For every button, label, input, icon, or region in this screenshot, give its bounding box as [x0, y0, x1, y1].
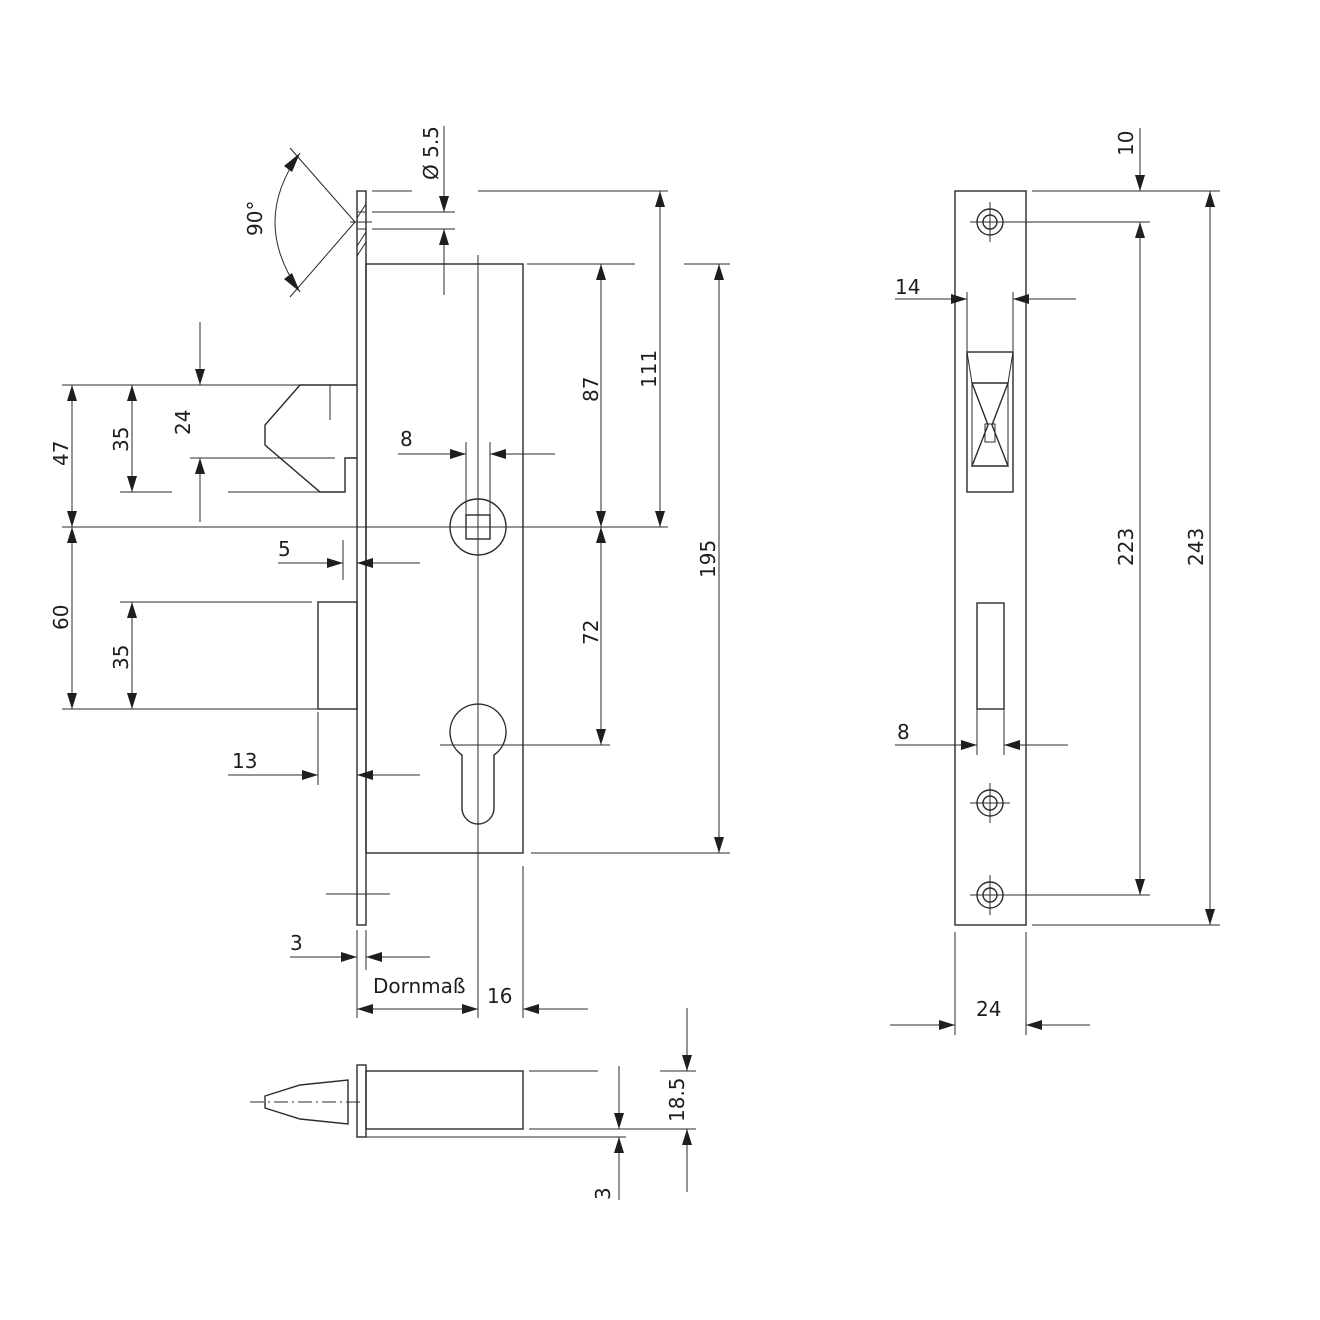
- dim-35-latch: 35: [109, 427, 133, 452]
- dim-10: 10: [1114, 131, 1138, 156]
- dim-35-bolt: 35: [109, 645, 133, 670]
- dim-47: 47: [49, 441, 73, 466]
- front-view-dimensions: 10 223 243 14 8 24: [890, 128, 1220, 1035]
- dim-24: 24: [171, 410, 195, 435]
- latch-opening: [966, 351, 1014, 493]
- dim-8-spindle: 8: [400, 427, 413, 451]
- screw-hole-top: [970, 202, 1010, 242]
- cylinder-cutout: [449, 703, 507, 825]
- lock-case: [365, 263, 524, 854]
- dim-13: 13: [232, 749, 257, 773]
- lock-bottom-view: 18.5 3: [250, 1008, 696, 1200]
- dornmass-label: Dornmaß: [373, 974, 466, 998]
- forend-front-view: [954, 190, 1027, 926]
- dim-14: 14: [895, 275, 920, 299]
- dim-3-plate: 3: [290, 931, 303, 955]
- dim-16: 16: [487, 984, 512, 1008]
- dim-223: 223: [1114, 528, 1138, 566]
- dim-3-bottom: 3: [591, 1187, 615, 1200]
- side-view-dimensions: 90° Ø 5.5 111 87 72 195: [49, 126, 730, 1018]
- dim-72: 72: [579, 620, 603, 645]
- latch-tip: [264, 1079, 349, 1125]
- lock-side-view: [264, 190, 524, 1018]
- dim-8-plate: 8: [897, 720, 910, 744]
- bolt-opening: [976, 602, 1005, 710]
- screw-hole-middle: [970, 783, 1010, 823]
- forend-front-plate: [954, 190, 1027, 926]
- screw-hole-bottom: [970, 875, 1010, 915]
- dim-243: 243: [1184, 528, 1208, 566]
- angle-label: 90°: [243, 201, 267, 236]
- dim-5: 5: [278, 537, 291, 561]
- dim-111: 111: [637, 350, 661, 388]
- dim-87: 87: [579, 377, 603, 402]
- dim-24-plate: 24: [976, 997, 1001, 1021]
- dim-195: 195: [696, 540, 720, 578]
- forend-plate: [356, 190, 367, 926]
- hole-diameter-label: Ø 5.5: [419, 126, 443, 180]
- dead-bolt: [317, 601, 358, 710]
- bottom-case: [365, 1070, 524, 1130]
- bottom-forend: [356, 1064, 367, 1138]
- latch-bolt: [264, 384, 357, 493]
- dim-18-5: 18.5: [665, 1077, 689, 1122]
- dim-60: 60: [49, 605, 73, 630]
